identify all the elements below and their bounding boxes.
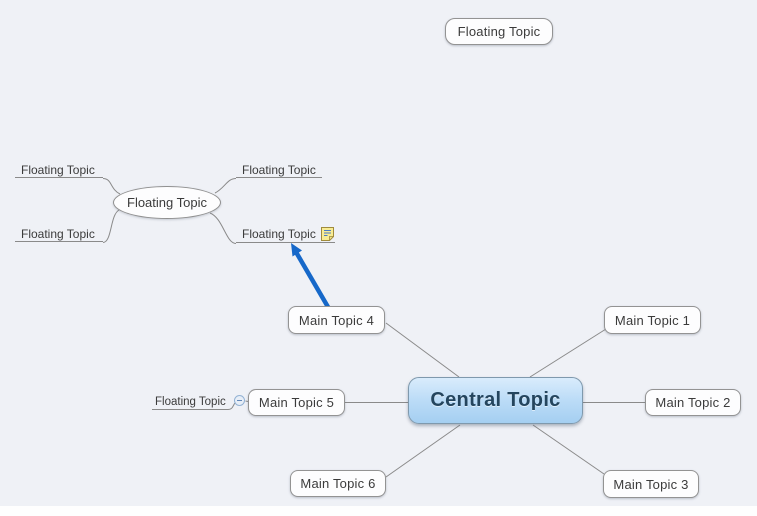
- floating-topic-top-box[interactable]: Floating Topic: [445, 18, 553, 45]
- minus-icon: [237, 399, 242, 402]
- floating-branch-curve-left-bottom: [102, 209, 120, 243]
- main-topic-1-label: Main Topic 1: [614, 312, 691, 328]
- floating-subtopic-right-bottom[interactable]: Floating Topic: [236, 225, 335, 243]
- floating-branch-curve-main-topic-5: [227, 402, 236, 410]
- main-topic-1[interactable]: Main Topic 1: [604, 306, 701, 334]
- central-topic-label: Central Topic: [430, 389, 561, 411]
- main-topic-3-label: Main Topic 3: [613, 476, 689, 492]
- floating-branch-curve-right-bottom: [209, 212, 237, 244]
- floating-subtopic-left-bottom-label: Floating Topic: [21, 226, 95, 241]
- floating-subtopic-left-bottom[interactable]: Floating Topic: [15, 226, 103, 242]
- relationship-arrow-shaft[interactable]: [294, 250, 330, 309]
- floating-branch-curve-right-top: [214, 178, 237, 194]
- floating-topic-attached-main5[interactable]: Floating Topic: [152, 394, 228, 410]
- central-topic[interactable]: Central Topic: [408, 377, 583, 424]
- main-topic-4[interactable]: Main Topic 4: [288, 306, 385, 334]
- relationship-arrow-head: [291, 243, 302, 257]
- branch-line-main-topic-4: [385, 322, 460, 378]
- collapse-toggle[interactable]: [234, 395, 245, 406]
- floating-subtopic-left-top-label: Floating Topic: [21, 162, 95, 177]
- branch-line-main-topic-1: [529, 328, 607, 378]
- branch-line-main-topic-3: [532, 424, 605, 475]
- main-topic-4-label: Main Topic 4: [298, 312, 375, 328]
- canvas-bottom-edge: [0, 506, 757, 516]
- main-topic-6[interactable]: Main Topic 6: [290, 470, 386, 497]
- floating-subtopic-left-top[interactable]: Floating Topic: [15, 162, 103, 178]
- floating-topic-attached-main5-label: Floating Topic: [155, 395, 226, 408]
- main-topic-5[interactable]: Main Topic 5: [248, 389, 345, 416]
- note-icon[interactable]: [320, 226, 334, 241]
- main-topic-6-label: Main Topic 6: [300, 476, 376, 491]
- main-topic-2-label: Main Topic 2: [655, 395, 731, 410]
- branch-line-main-topic-6: [385, 424, 461, 478]
- floating-topic-ellipse-label: Floating Topic: [127, 195, 207, 210]
- floating-subtopic-right-top[interactable]: Floating Topic: [236, 162, 322, 178]
- main-topic-2[interactable]: Main Topic 2: [645, 389, 741, 416]
- floating-subtopic-right-top-label: Floating Topic: [242, 162, 316, 177]
- floating-subtopic-right-bottom-label: Floating Topic: [242, 226, 316, 241]
- toggle-stub-line: [245, 400, 249, 402]
- relationship-arrow[interactable]: [291, 243, 330, 309]
- main-topic-3[interactable]: Main Topic 3: [603, 470, 699, 498]
- floating-topic-top-label: Floating Topic: [457, 24, 541, 39]
- floating-topic-ellipse[interactable]: Floating Topic: [113, 186, 221, 219]
- main-topic-5-label: Main Topic 5: [258, 395, 335, 410]
- floating-branch-curve-left-top: [102, 178, 121, 195]
